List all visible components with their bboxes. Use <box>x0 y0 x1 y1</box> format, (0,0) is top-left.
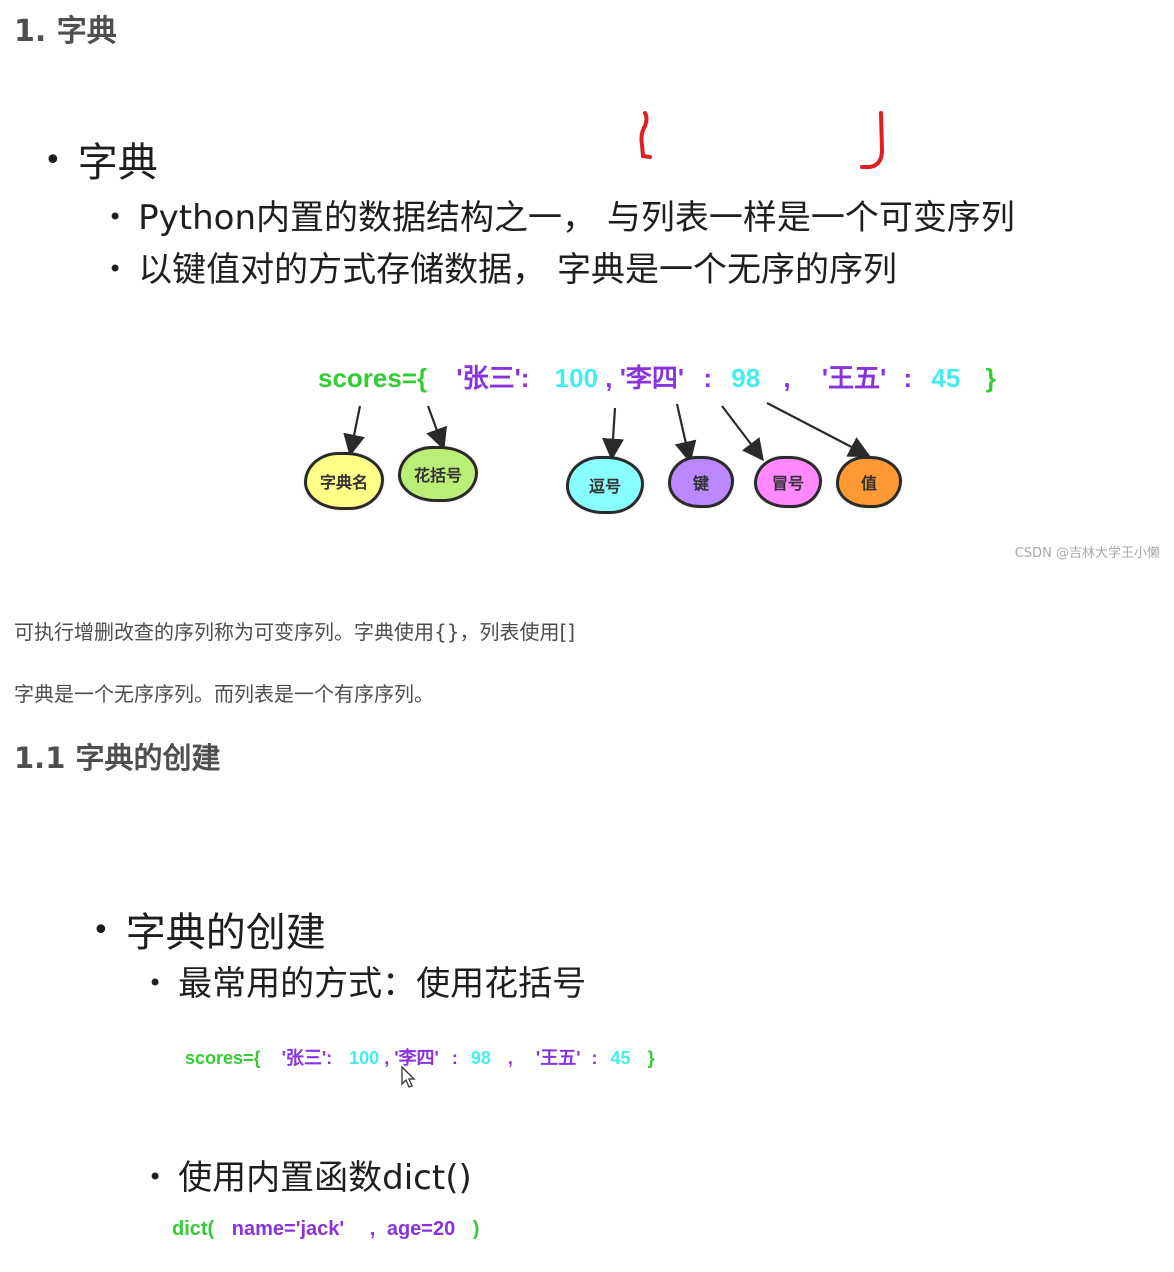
label-cloud-comma: 逗号 <box>566 456 644 514</box>
slide2-title: 字典的创建 <box>125 910 326 956</box>
label-cloud-braces: 花括号 <box>398 446 478 502</box>
slide2-title-bullet: • 字典的创建 <box>92 900 326 958</box>
code-example-dict-func: dict( name='jack' , age=20 ) <box>172 1218 480 1240</box>
bullet-icon: • <box>108 203 123 231</box>
paragraph-unordered-sequence: 字典是一个无序序列。而列表是一个有序序列。 <box>14 682 434 706</box>
section-heading-dict-creation: 1.1 字典的创建 <box>14 741 221 775</box>
code-example-scores: scores={ '张三': 100 , '李四' : 98 , '王五' : … <box>318 363 996 393</box>
section-heading-dictionary: 1. 字典 <box>14 14 117 49</box>
slide-bullet-1: •Python内置的数据结构之一， 与列表一样是一个可变序列 <box>108 198 1015 238</box>
bullet-icon: • <box>148 969 163 997</box>
slide-bullet-2: •以键值对的方式存储数据， 字典是一个无序的序列 <box>108 250 897 290</box>
bullet-icon: • <box>92 913 110 948</box>
code-example-scores-small: scores={ '张三': 100 , '李四' : 98 , '王五' : … <box>185 1048 655 1068</box>
arrows-icon <box>343 402 871 464</box>
label-cloud-key: 键 <box>668 456 734 508</box>
slide-title-bullet: • 字典 <box>44 130 158 188</box>
bullet-icon: • <box>148 1163 163 1191</box>
label-cloud-colon: 冒号 <box>754 456 822 508</box>
watermark: CSDN @吉林大学王小懒 <box>1014 546 1160 561</box>
slide-title: 字典 <box>77 140 158 186</box>
paragraph-mutable-sequence: 可执行增删改查的序列称为可变序列。字典使用{}，列表使用[] <box>14 620 576 644</box>
bullet-icon: • <box>44 143 62 178</box>
label-cloud-value: 值 <box>836 456 902 508</box>
mouse-cursor-icon <box>401 1066 416 1088</box>
label-cloud-dict-name: 字典名 <box>304 452 384 510</box>
slide2-bullet-dict-func: •使用内置函数dict() <box>148 1158 472 1198</box>
slide2-bullet-braces: •最常用的方式：使用花括号 <box>148 964 587 1004</box>
bullet-icon: • <box>108 255 123 283</box>
red-bracket-annotation-icon <box>639 111 885 169</box>
